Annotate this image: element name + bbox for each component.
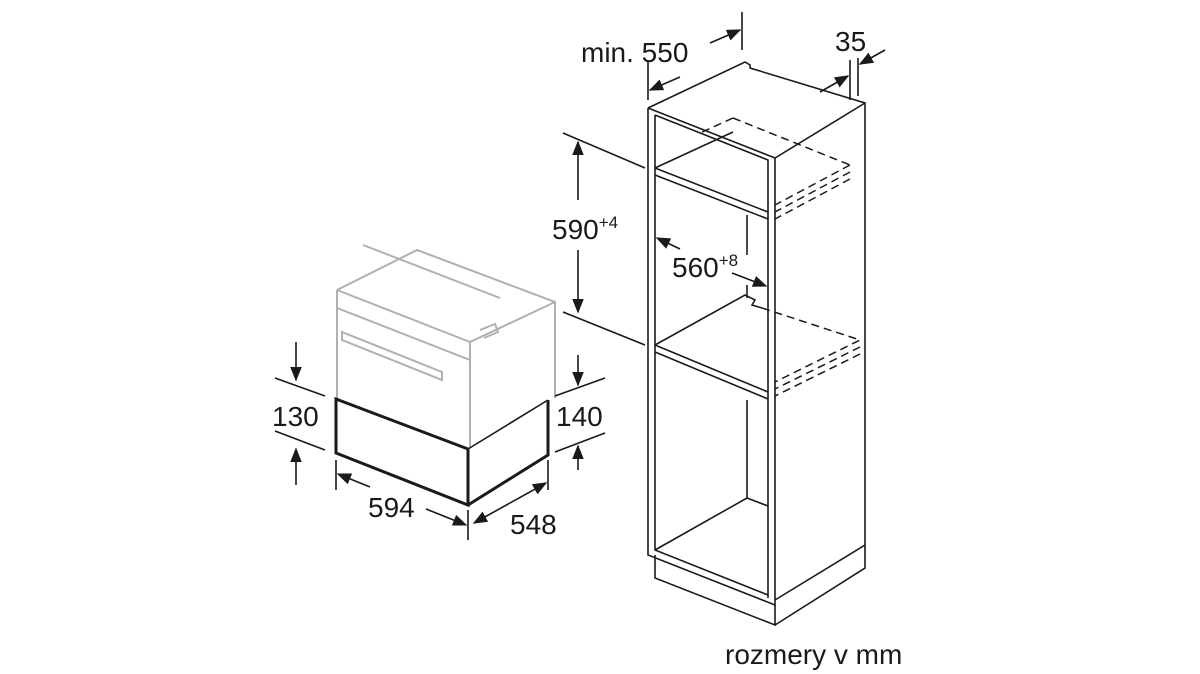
dimension-label: 35 [835, 26, 866, 57]
dimension-label: 560+8 [672, 251, 738, 283]
dimension-label: 590+4 [552, 213, 618, 245]
dimension-label: 130 [272, 401, 319, 432]
warming-drawer [334, 396, 550, 508]
dimension-label: 548 [510, 509, 557, 540]
dimension-min-550: min. 550 [581, 12, 743, 100]
dimension-label: 140 [556, 401, 603, 432]
dimension-label: 594 [368, 492, 415, 523]
dimension-130: 130 [272, 342, 326, 485]
tall-cabinet [647, 61, 866, 627]
dimension-560: 560+8 [655, 237, 768, 287]
units-note: rozmery v mm [725, 639, 902, 670]
dimension-140: 140 [554, 355, 606, 470]
dimension-label: min. 550 [581, 37, 688, 68]
oven-outline [336, 244, 556, 447]
dimension-35: 35 [819, 26, 886, 100]
dimension-590: 590+4 [552, 132, 646, 346]
dimension-594-548: 594 548 [335, 460, 557, 540]
